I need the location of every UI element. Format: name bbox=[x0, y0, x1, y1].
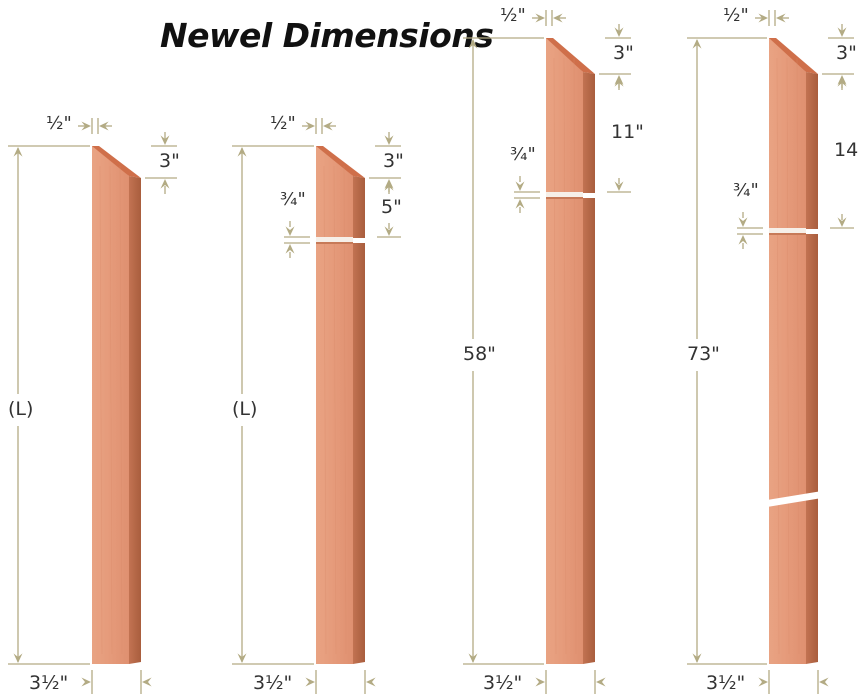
post-3-grain-line bbox=[563, 57, 567, 655]
post-1-post bbox=[92, 146, 141, 664]
post-3-groove-dist-arrow-bottom bbox=[614, 181, 624, 191]
post-3-groove-width-arrow-top bbox=[515, 181, 525, 191]
post-2-bevel-offset-arrow-right bbox=[323, 121, 333, 131]
post-4-groove-shadow bbox=[769, 233, 806, 235]
post-2-bevel-face bbox=[316, 146, 365, 178]
post-4-post bbox=[767, 38, 822, 664]
post-2-height-arrow-top bbox=[237, 147, 247, 157]
post-3-side-face bbox=[583, 72, 595, 664]
post-2-grain-line bbox=[333, 165, 337, 655]
post-3-groove-side bbox=[583, 193, 598, 198]
post-4-bevel-face bbox=[769, 38, 818, 74]
post-1-height-arrow-bottom bbox=[13, 653, 23, 663]
post-1-bevel-drop-label: 3" bbox=[159, 150, 180, 172]
post-3-width-label: 3½" bbox=[483, 672, 523, 694]
post-1-width-arrow-left bbox=[81, 677, 91, 687]
post-4-width-label: 3½" bbox=[706, 672, 746, 694]
post-2-post bbox=[316, 146, 368, 664]
post-2-groove-side bbox=[353, 238, 368, 243]
post-1-bevel-offset-arrow-left bbox=[81, 121, 91, 131]
post-2-grain-line bbox=[343, 165, 347, 655]
post-4-grain-line bbox=[796, 57, 800, 655]
post-1-bevel-drop-arrow-top bbox=[160, 135, 170, 145]
post-4-groove-distance-label: 14 bbox=[834, 139, 859, 161]
post-2-groove-dist-arrow-top bbox=[384, 181, 394, 191]
post-1-bevel-face bbox=[92, 146, 141, 178]
post-4-width-arrow-right bbox=[819, 677, 829, 687]
post-4-height-label: 73" bbox=[687, 343, 720, 365]
post-1-side-face bbox=[129, 176, 141, 664]
post-1-height-arrow-top bbox=[13, 147, 23, 157]
post-1-bevel-offset-label: ½" bbox=[46, 113, 72, 134]
post-1-grain-line bbox=[119, 165, 123, 655]
post-4-width-arrow-left bbox=[758, 677, 768, 687]
post-3-height-arrow-bottom bbox=[468, 653, 478, 663]
post-4-bevel-offset-arrow-left bbox=[758, 13, 768, 23]
post-4-height-arrow-bottom bbox=[692, 653, 702, 663]
post-4-groove-dist-arrow-bottom bbox=[837, 217, 847, 227]
post-1-grain-line bbox=[99, 165, 103, 655]
post-4-bevel-drop-label: 3" bbox=[836, 42, 857, 64]
post-3-grain-line bbox=[553, 57, 557, 655]
post-2-groove-dist-arrow-bottom bbox=[384, 226, 394, 236]
post-4-groove-width-arrow-bottom bbox=[738, 235, 748, 245]
post-2-bevel-offset-arrow-left bbox=[305, 121, 315, 131]
post-4-grain-line bbox=[786, 57, 790, 655]
post-1-bevel-drop-arrow-bottom bbox=[160, 179, 170, 189]
post-4-bevel-offset-label: ½" bbox=[723, 5, 749, 26]
diagram-title: Newel Dimensions bbox=[160, 16, 494, 55]
post-2-height-label: (L) bbox=[232, 398, 258, 420]
post-2-width-arrow-left bbox=[305, 677, 315, 687]
post-4-bevel-drop-arrow-top bbox=[837, 27, 847, 37]
post-1-width-arrow-right bbox=[142, 677, 152, 687]
post-3-bevel-drop-label: 3" bbox=[613, 42, 634, 64]
post-2-groove-width-arrow-bottom bbox=[285, 244, 295, 254]
post-4-side-face bbox=[806, 72, 818, 664]
post-4-groove-side bbox=[806, 229, 821, 234]
post-1-grain-line bbox=[109, 165, 113, 655]
post-1-height-label: (L) bbox=[8, 398, 34, 420]
post-2-groove-width-label: ¾" bbox=[280, 189, 306, 210]
post-3-groove-shadow bbox=[546, 197, 583, 199]
post-3-bevel-face bbox=[546, 38, 595, 74]
post-4-groove-dist-arrow-top bbox=[837, 77, 847, 87]
post-1-width-label: 3½" bbox=[29, 672, 69, 694]
post-3-width-arrow-left bbox=[535, 677, 545, 687]
post-3-bevel-offset-arrow-left bbox=[535, 13, 545, 23]
post-4-groove bbox=[769, 228, 806, 233]
post-3-bevel-drop-arrow-top bbox=[614, 27, 624, 37]
post-4-grain-line bbox=[776, 57, 780, 655]
post-2-side-face bbox=[353, 176, 365, 664]
post-2-groove-distance-label: 5" bbox=[381, 195, 402, 218]
post-2-bevel-drop-label: 3" bbox=[383, 150, 404, 172]
post-3-groove bbox=[546, 192, 583, 197]
post-4-groove-width-label: ¾" bbox=[733, 180, 759, 201]
post-4-height-arrow-top bbox=[692, 39, 702, 49]
post-3-grain-line bbox=[573, 57, 577, 655]
post-2-grain-line bbox=[323, 165, 327, 655]
post-2-width-label: 3½" bbox=[253, 672, 293, 694]
post-2-groove-shadow bbox=[316, 242, 353, 244]
post-3-groove-dist-arrow-top bbox=[614, 77, 624, 87]
post-3-bevel-offset-label: ½" bbox=[500, 5, 526, 26]
post-3-width-arrow-right bbox=[596, 677, 606, 687]
post-4-bevel-offset-arrow-right bbox=[776, 13, 786, 23]
post-4-groove-width-arrow-top bbox=[738, 217, 748, 227]
post-3-height-label: 58" bbox=[463, 343, 496, 365]
post-2-bevel-offset-label: ½" bbox=[270, 113, 296, 134]
post-2-groove-width-arrow-top bbox=[285, 226, 295, 236]
post-3-groove-width-arrow-bottom bbox=[515, 199, 525, 209]
post-3-groove-distance-label: 11" bbox=[611, 121, 644, 143]
post-2-height-arrow-bottom bbox=[237, 653, 247, 663]
post-2-groove bbox=[316, 237, 353, 242]
post-2-width-arrow-right bbox=[366, 677, 376, 687]
post-3-post bbox=[546, 38, 598, 664]
post-3-groove-width-label: ¾" bbox=[510, 144, 536, 165]
post-4-break bbox=[767, 491, 822, 507]
post-3-bevel-offset-arrow-right bbox=[553, 13, 563, 23]
post-2-bevel-drop-arrow-top bbox=[384, 135, 394, 145]
post-1-bevel-offset-arrow-right bbox=[99, 121, 109, 131]
post-3-height-arrow-top bbox=[468, 39, 478, 49]
